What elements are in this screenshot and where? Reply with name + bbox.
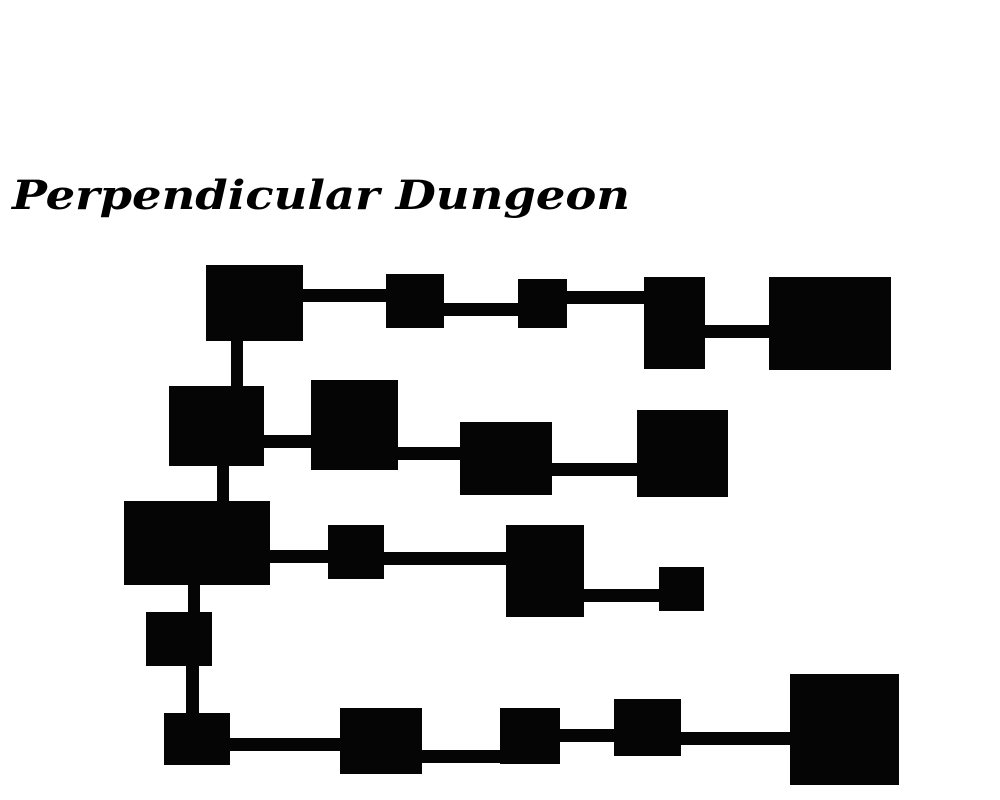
dungeon-corridor (396, 447, 462, 460)
dungeon-corridor (441, 303, 521, 316)
dungeon-corridor (188, 583, 200, 615)
dungeon-corridor (679, 732, 793, 745)
dungeon-room (169, 386, 264, 466)
dungeon-corridor (268, 550, 330, 563)
dungeon-corridor (300, 289, 390, 302)
dungeon-room (146, 612, 212, 666)
dungeon-room (659, 567, 704, 611)
dungeon-room (386, 274, 444, 328)
dungeon-room (790, 674, 899, 785)
dungeon-room (637, 410, 728, 497)
dungeon-room (340, 708, 422, 774)
dungeon-room (328, 525, 384, 579)
dungeon-room (506, 525, 584, 617)
dungeon-corridor (420, 750, 502, 763)
dungeon-corridor (228, 738, 343, 751)
dungeon-title: Perpendicular Dungeon (12, 172, 631, 219)
dungeon-corridor (382, 552, 508, 565)
dungeon-room (311, 380, 398, 470)
dungeon-room (644, 277, 705, 369)
dungeon-room (206, 265, 303, 341)
dungeon-corridor (565, 291, 647, 304)
dungeon-corridor (703, 325, 773, 338)
dungeon-corridor (186, 664, 199, 716)
dungeon-room (460, 422, 552, 495)
dungeon-corridor (550, 463, 640, 476)
dungeon-room (769, 277, 891, 370)
dungeon-room (124, 501, 270, 585)
dungeon-corridor (582, 589, 661, 602)
dungeon-room (518, 279, 567, 328)
dungeon-room (164, 713, 230, 765)
dungeon-room (500, 708, 560, 764)
dungeon-corridor (217, 464, 229, 504)
dungeon-corridor (558, 729, 616, 742)
dungeon-room (614, 699, 681, 756)
dungeon-corridor (262, 435, 314, 448)
dungeon-corridor (231, 339, 243, 389)
